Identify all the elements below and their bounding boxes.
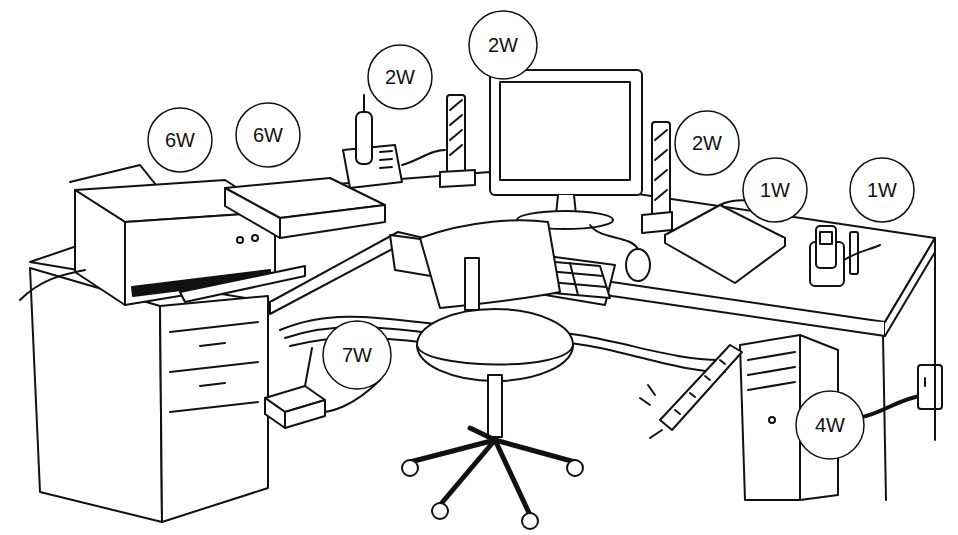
callout-outline xyxy=(236,103,300,167)
callout-outline xyxy=(796,391,864,459)
wattage-label: 7W xyxy=(342,344,372,366)
printer-cable xyxy=(20,270,85,300)
wattage-label: 2W xyxy=(385,66,415,88)
power-callout: 2W xyxy=(468,10,538,80)
power-callout: 2W xyxy=(674,110,740,176)
speaker-base xyxy=(440,170,475,187)
speaker xyxy=(652,122,670,217)
chair-wheel xyxy=(522,513,538,529)
chair-wheel xyxy=(432,503,448,519)
phone-handset xyxy=(356,112,372,164)
cabinet-front xyxy=(160,296,268,522)
wattage-label: 6W xyxy=(165,129,195,151)
phone-antenna xyxy=(363,95,365,112)
callout-outline xyxy=(323,321,391,389)
callout-body: 4W xyxy=(795,390,865,460)
wattage-label: 6W xyxy=(253,124,283,146)
speaker-hatch xyxy=(450,100,462,155)
outlet-slots xyxy=(925,378,935,386)
monitor-screen xyxy=(500,82,630,180)
callout-outline xyxy=(368,45,432,109)
power-callout: 6W xyxy=(235,102,301,168)
callout-body: 1W xyxy=(742,157,808,223)
cabinet-drawers xyxy=(170,322,258,412)
wattage-label: 2W xyxy=(692,132,722,154)
mouse-cord xyxy=(590,225,638,249)
desk-panel xyxy=(883,252,935,500)
power-callout: 6W xyxy=(147,107,213,173)
router-antenna xyxy=(305,348,312,386)
pc-tower-front xyxy=(740,335,800,500)
callout-body: 1W xyxy=(849,157,915,223)
tablet-edge xyxy=(665,235,785,283)
scanner-side xyxy=(225,188,280,238)
mobile-phone xyxy=(816,226,836,268)
phone-cord xyxy=(402,150,445,165)
chair-back xyxy=(420,220,560,308)
callout-body: 2W xyxy=(468,10,538,80)
power-callout: 4W xyxy=(795,390,865,460)
power-strip-sockets xyxy=(675,360,725,414)
desk-edge xyxy=(885,238,935,336)
wattage-label: 1W xyxy=(760,179,790,201)
chair-wheel xyxy=(402,460,418,476)
wattage-label: 1W xyxy=(867,179,897,201)
drawer-handles xyxy=(200,343,225,386)
power-callout: 2W xyxy=(367,44,433,110)
speaker-hatch xyxy=(655,130,667,200)
mobile-screen xyxy=(820,232,832,244)
power-strip xyxy=(660,345,742,430)
callout-outline xyxy=(743,158,807,222)
phone-keys xyxy=(380,151,392,168)
wall-outlet xyxy=(918,365,942,409)
chair-seat xyxy=(417,309,573,381)
callout-body: 2W xyxy=(674,110,740,176)
callout-body: 7W xyxy=(322,320,392,390)
callout-outline xyxy=(675,111,739,175)
power-callout: 1W xyxy=(849,157,915,223)
chair-stem xyxy=(488,375,502,437)
wattage-label: 4W xyxy=(815,414,845,436)
router-side xyxy=(265,398,285,428)
monitor xyxy=(490,70,642,195)
speaker xyxy=(447,95,465,175)
mouse xyxy=(626,249,650,281)
callout-body: 6W xyxy=(147,107,213,173)
chair-base xyxy=(410,428,575,515)
wattage-label: 2W xyxy=(488,34,518,56)
pc-drive-bays xyxy=(748,352,795,390)
indicator-glow xyxy=(640,385,662,438)
chair-wheel xyxy=(567,460,583,476)
printer-button xyxy=(237,237,243,243)
power-callout: 7W xyxy=(322,320,392,390)
printer-button xyxy=(252,235,258,241)
callout-outline xyxy=(850,158,914,222)
scanner-front xyxy=(280,205,385,238)
power-callout: 1W xyxy=(742,157,808,223)
callout-outline xyxy=(148,108,212,172)
charger-cable xyxy=(844,245,880,260)
pc-power-button xyxy=(769,417,775,423)
router-front xyxy=(285,400,325,428)
chair-seat-edge xyxy=(417,345,573,365)
cabinet-side xyxy=(30,268,162,522)
speaker-base xyxy=(642,212,672,233)
chair-handle xyxy=(465,258,479,310)
printer-output xyxy=(180,266,305,302)
printer-side xyxy=(75,190,125,305)
callout-body: 2W xyxy=(367,44,433,110)
callout-outline xyxy=(469,11,537,79)
callout-body: 6W xyxy=(235,102,301,168)
